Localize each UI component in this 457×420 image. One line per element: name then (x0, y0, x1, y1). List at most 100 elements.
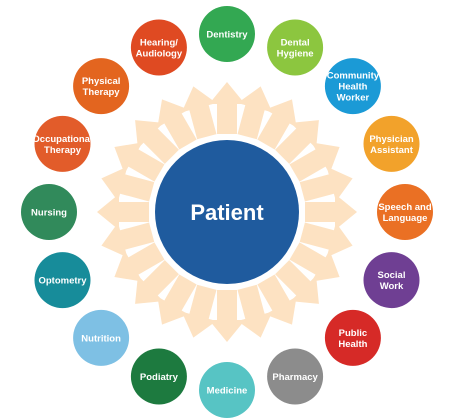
outward-arrow (289, 242, 340, 282)
arrow-shape (135, 120, 179, 164)
outward-arrow (97, 194, 149, 230)
outward-arrow (209, 290, 245, 342)
arrow-shape (289, 242, 340, 282)
outward-arrow (305, 194, 357, 230)
outward-arrow (157, 99, 197, 150)
discipline-node: Podiatry (130, 348, 187, 405)
arrow-shape (181, 284, 217, 338)
discipline-node: Dentistry (199, 6, 255, 62)
arrow-shape (305, 194, 357, 230)
discipline-circle (324, 309, 381, 366)
discipline-circle (363, 252, 420, 309)
outward-arrow (257, 274, 297, 325)
outward-arrow (275, 260, 319, 304)
discipline-circle (377, 184, 433, 240)
arrow-shape (237, 284, 273, 338)
outward-arrow (299, 166, 353, 202)
arrow-shape (289, 142, 340, 182)
arrow-shape (209, 290, 245, 342)
outward-arrow (157, 274, 197, 325)
outward-arrow (101, 166, 155, 202)
discipline-circle (73, 58, 130, 115)
discipline-circle (199, 362, 255, 418)
discipline-label: Pharmacy (272, 372, 318, 383)
arrow-shape (181, 86, 217, 140)
outward-arrow (257, 99, 297, 150)
discipline-label: Nursing (31, 208, 67, 219)
discipline-label: Podiatry (140, 372, 179, 383)
arrow-shape (209, 82, 245, 134)
outward-arrow (289, 142, 340, 182)
patient-center-label: Patient (190, 200, 264, 225)
arrow-shape (275, 120, 319, 164)
outward-arrow (114, 142, 165, 182)
outward-arrow (209, 82, 245, 134)
discipline-node: Nutrition (73, 309, 130, 366)
outward-arrow (135, 120, 179, 164)
outward-arrow (181, 284, 217, 338)
discipline-circle (130, 19, 187, 76)
discipline-circle (34, 252, 91, 309)
discipline-node: Optometry (34, 252, 91, 309)
discipline-circle (363, 115, 420, 172)
discipline-circle (130, 348, 187, 405)
discipline-node: Pharmacy (267, 348, 324, 405)
discipline-circle (199, 6, 255, 62)
arrow-shape (257, 99, 297, 150)
discipline-label: Dentistry (206, 30, 248, 41)
discipline-circle (267, 348, 324, 405)
outward-arrow (237, 86, 273, 140)
arrow-shape (157, 99, 197, 150)
outward-arrow (114, 242, 165, 282)
arrow-shape (101, 222, 155, 258)
discipline-label: Hearing/Audiology (136, 38, 183, 60)
outward-arrow (181, 86, 217, 140)
discipline-node: Hearing/Audiology (130, 19, 187, 76)
arrow-shape (101, 166, 155, 202)
discipline-circle (324, 58, 381, 115)
discipline-circle (21, 184, 77, 240)
arrow-shape (97, 194, 149, 230)
discipline-label: Nutrition (81, 333, 121, 344)
outward-arrow (101, 222, 155, 258)
arrow-shape (275, 260, 319, 304)
arrow-shape (299, 166, 353, 202)
discipline-label: Optometry (38, 276, 87, 287)
arrows-ring (97, 82, 357, 342)
arrow-shape (135, 260, 179, 304)
arrow-shape (299, 222, 353, 258)
outward-arrow (135, 260, 179, 304)
arrow-shape (114, 142, 165, 182)
arrow-shape (257, 274, 297, 325)
outward-arrow (299, 222, 353, 258)
arrow-shape (114, 242, 165, 282)
discipline-node: Nursing (21, 184, 77, 240)
discipline-circle (34, 115, 91, 172)
discipline-circle (73, 309, 130, 366)
discipline-node: Medicine (199, 362, 255, 418)
discipline-label: Medicine (207, 386, 248, 397)
arrow-shape (157, 274, 197, 325)
outward-arrow (237, 284, 273, 338)
outward-arrow (275, 120, 319, 164)
patient-center-circle (155, 140, 299, 284)
discipline-circle (267, 19, 324, 76)
